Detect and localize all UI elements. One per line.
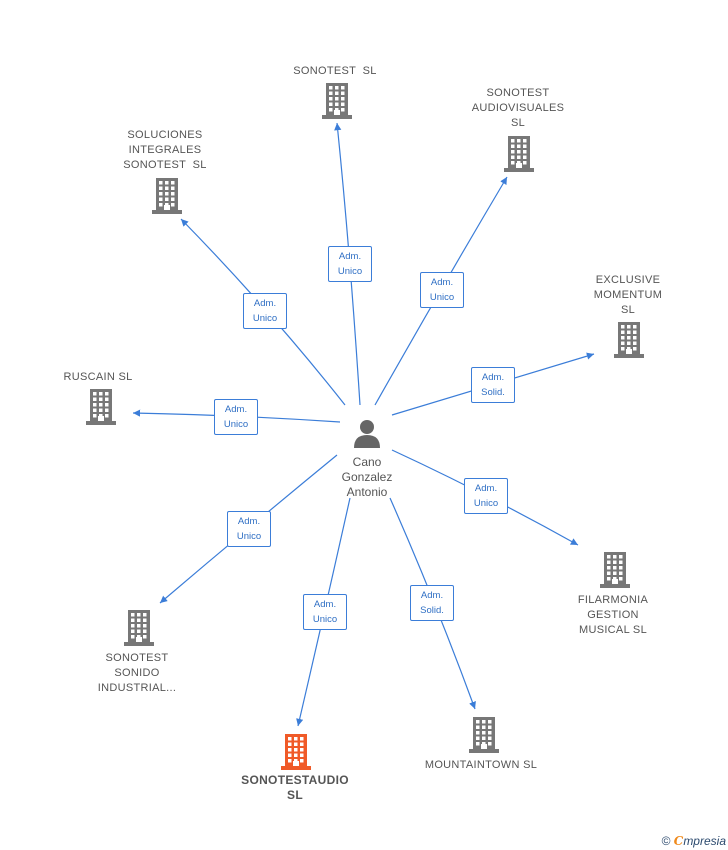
brand-initial: C: [673, 834, 684, 848]
role-badge-ruscain: Adm. Unico: [214, 399, 258, 435]
role-badge-line: Adm.: [313, 599, 337, 610]
company-label-line: SONIDO: [114, 667, 160, 679]
company-label-line: SONOTEST: [486, 87, 550, 99]
company-label-sonotest-audiovisuales[interactable]: SONOTEST AUDIOVISUALES SL: [448, 86, 588, 131]
role-badge-sonotestaudio: Adm. Unico: [303, 594, 347, 630]
role-badge-line: Adm.: [253, 298, 277, 309]
company-label-line: SONOTESTAUDIO: [241, 773, 349, 787]
building-icon[interactable]: [86, 389, 116, 430]
company-label-line: EXCLUSIVE: [595, 274, 661, 286]
building-icon[interactable]: [600, 552, 630, 593]
company-label-sonotest-sonido[interactable]: SONOTEST SONIDO INDUSTRIAL...: [67, 651, 207, 696]
role-badge-sonotest-sonido: Adm. Unico: [227, 511, 271, 547]
person-name-line: Antonio: [346, 485, 388, 499]
company-label-line: MUSICAL SL: [578, 624, 647, 636]
company-label-line: MOUNTAINTOWN SL: [424, 759, 538, 771]
role-badge-line: Adm.: [481, 372, 505, 383]
building-icon[interactable]: [322, 83, 352, 124]
building-icon[interactable]: [504, 136, 534, 177]
role-badge-line: Unico: [252, 313, 278, 324]
company-label-line: INDUSTRIAL...: [97, 682, 177, 694]
role-badge-line: Unico: [473, 498, 499, 509]
role-badge-line: Adm.: [474, 483, 498, 494]
brand-rest: mpresia: [683, 834, 726, 848]
company-label-filarmonia[interactable]: FILARMONIA GESTION MUSICAL SL: [543, 593, 683, 638]
building-icon[interactable]: [281, 734, 311, 775]
role-badge-line: Adm.: [237, 516, 261, 527]
company-label-ruscain[interactable]: RUSCAIN SL: [28, 370, 168, 385]
company-label-mountaintown[interactable]: MOUNTAINTOWN SL: [411, 758, 551, 773]
person-icon[interactable]: [352, 418, 382, 453]
company-label-line: AUDIOVISUALES: [471, 102, 565, 114]
company-label-line: MOMENTUM: [593, 289, 663, 301]
role-badge-line: Unico: [236, 531, 262, 542]
building-icon[interactable]: [469, 717, 499, 758]
role-badge-line: Unico: [429, 292, 455, 303]
footer-brand: © Cmpresia: [662, 834, 726, 848]
company-label-line: FILARMONIA: [577, 594, 649, 606]
role-badge-line: Adm.: [224, 404, 248, 415]
role-badge-line: Unico: [223, 419, 249, 430]
role-badge-sonotest-sl: Adm. Unico: [328, 246, 372, 282]
company-label-line: RUSCAIN SL: [63, 371, 133, 383]
role-badge-mountaintown: Adm. Solid.: [410, 585, 454, 621]
company-label-line: SONOTEST SL: [123, 159, 207, 171]
role-badge-exclusive-momentum: Adm. Solid.: [471, 367, 515, 403]
company-label-exclusive-momentum[interactable]: EXCLUSIVE MOMENTUM SL: [558, 273, 698, 318]
company-label-soluciones-integrales[interactable]: SOLUCIONES INTEGRALES SONOTEST SL: [95, 128, 235, 173]
company-label-line: SONOTEST SL: [293, 65, 377, 77]
building-icon[interactable]: [614, 322, 644, 363]
role-badge-filarmonia: Adm. Unico: [464, 478, 508, 514]
company-label-line: INTEGRALES: [128, 144, 202, 156]
person-name-line: Gonzalez: [341, 470, 393, 484]
role-badge-sonotest-audiovisuales: Adm. Unico: [420, 272, 464, 308]
role-badge-line: Solid.: [420, 605, 444, 616]
role-badge-line: Adm.: [420, 590, 444, 601]
company-label-sonotest-sl[interactable]: SONOTEST SL: [265, 64, 405, 79]
company-label-line: SL: [510, 117, 526, 129]
building-icon[interactable]: [152, 178, 182, 219]
role-badge-soluciones-integrales: Adm. Unico: [243, 293, 287, 329]
role-badge-line: Unico: [312, 614, 338, 625]
role-badge-line: Unico: [337, 266, 363, 277]
company-label-line: SL: [287, 788, 303, 802]
company-label-line: SOLUCIONES: [127, 129, 203, 141]
company-label-line: SL: [620, 304, 636, 316]
copyright-icon: ©: [661, 834, 671, 848]
person-name-line: Cano: [352, 455, 382, 469]
company-label-line: SONOTEST: [105, 652, 169, 664]
role-badge-line: Adm.: [430, 277, 454, 288]
role-badge-line: Adm.: [338, 251, 362, 262]
role-badge-line: Solid.: [481, 387, 505, 398]
building-icon[interactable]: [124, 610, 154, 651]
company-label-line: GESTION: [587, 609, 639, 621]
